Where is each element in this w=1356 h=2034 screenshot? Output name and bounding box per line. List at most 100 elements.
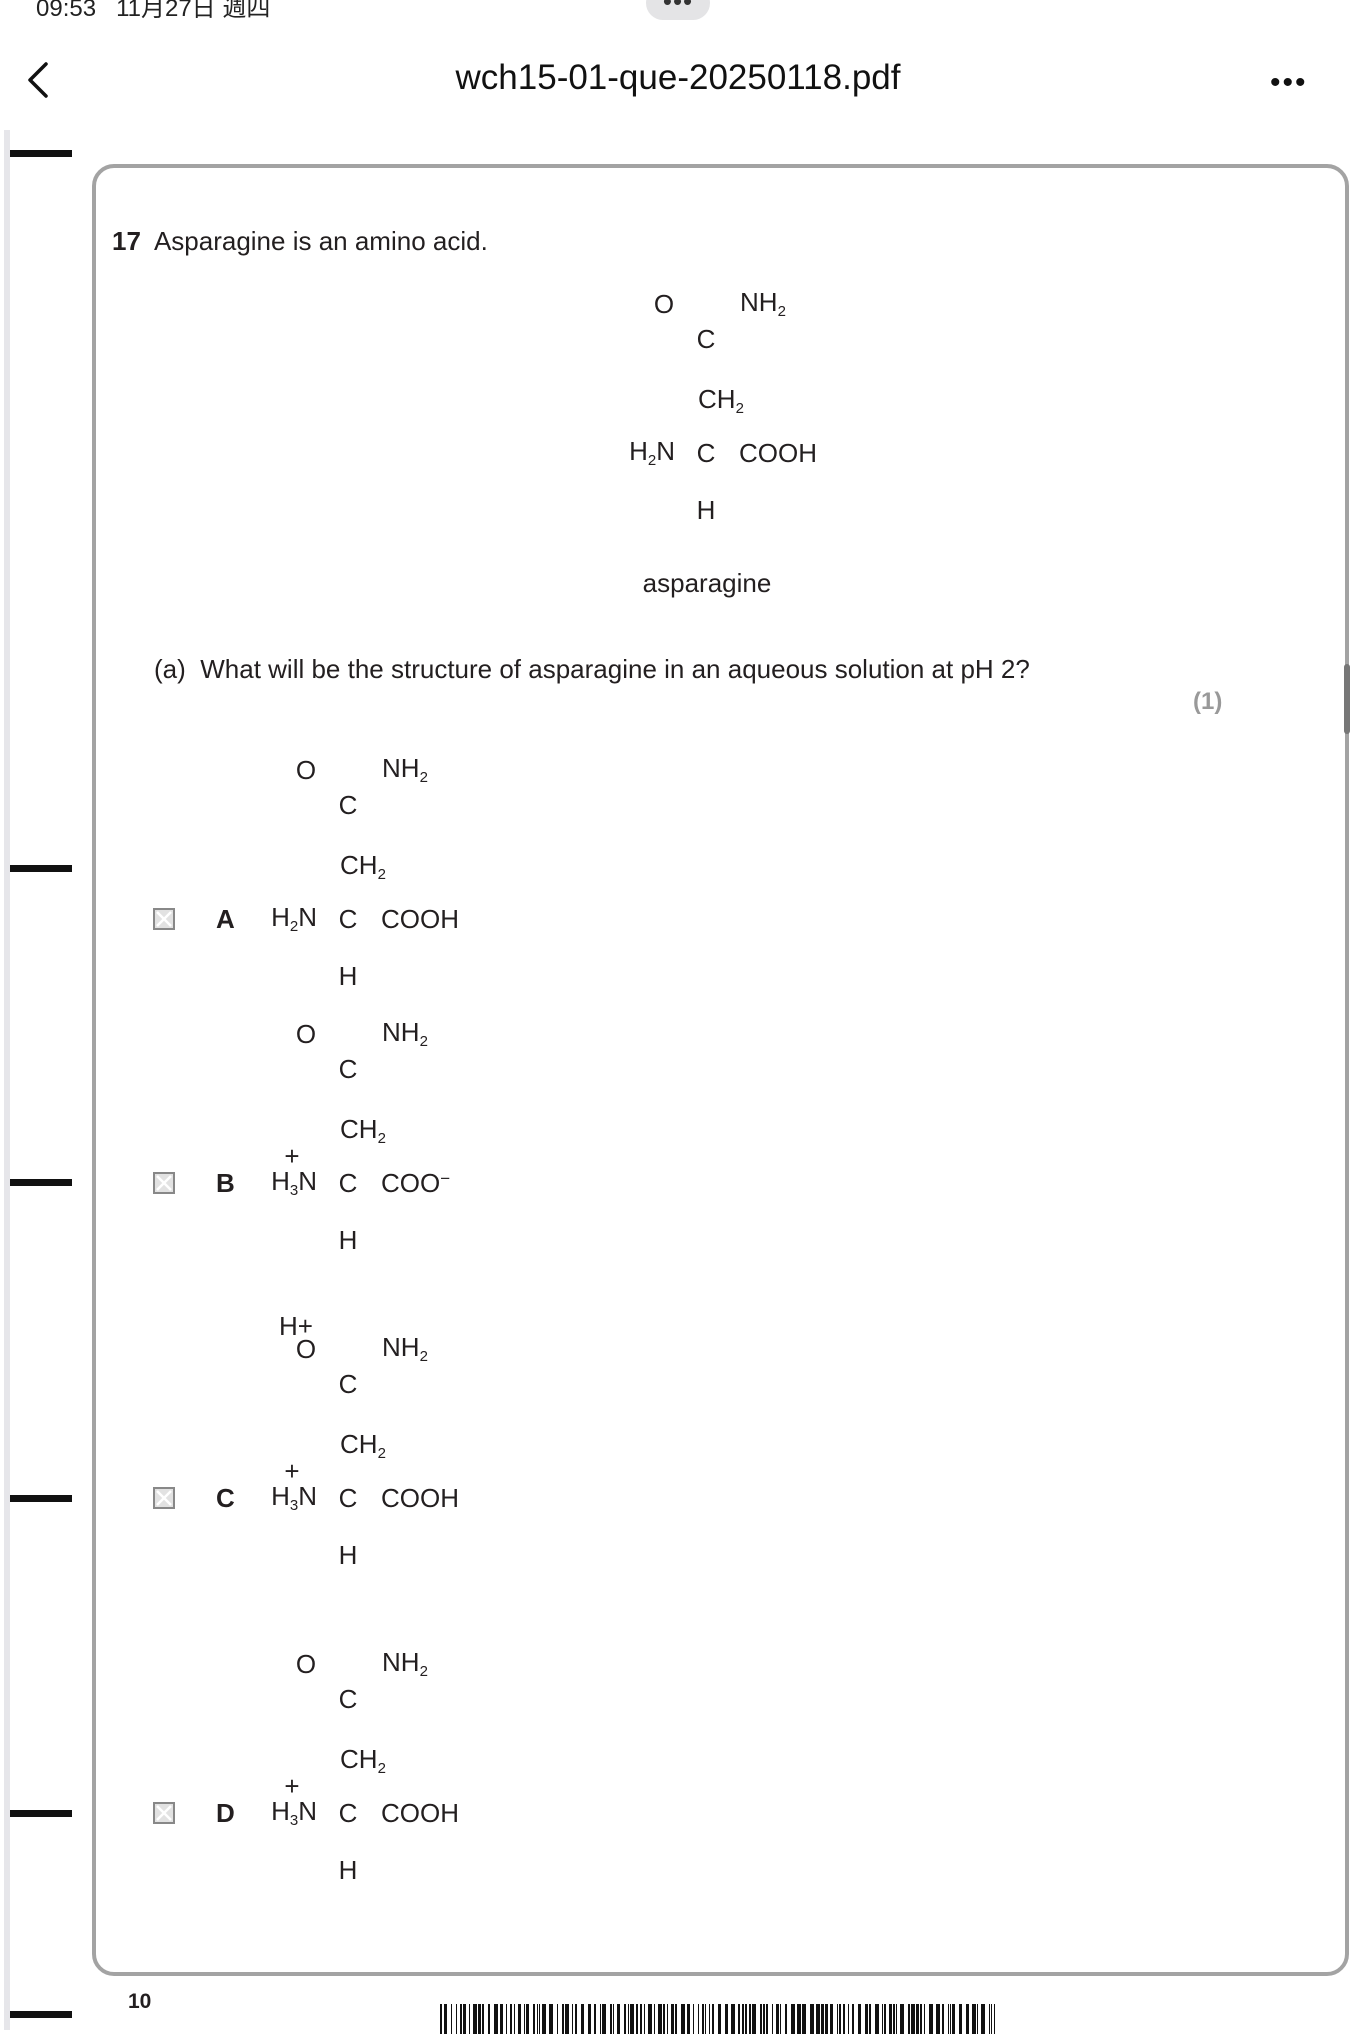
carboxyl-group: COOH	[739, 440, 817, 466]
amine-group-part: N	[298, 1481, 317, 1511]
amine-group-part: 2	[647, 452, 657, 469]
alpha-carbon: C	[339, 1485, 358, 1511]
carboxyl-group: COOH	[381, 1800, 459, 1826]
alpha-carbon: C	[339, 1170, 358, 1196]
amine-group: H3N	[271, 1483, 317, 1513]
oxygen-atom-part: O	[295, 1334, 317, 1364]
option-letter: C	[216, 1483, 235, 1513]
margin-mark	[10, 1810, 72, 1817]
cross-icon	[156, 1805, 172, 1821]
amine-group-part: 2	[289, 918, 299, 935]
ch2-group-part: CH	[340, 1744, 378, 1774]
back-button[interactable]	[22, 58, 52, 102]
margin-mark	[10, 1495, 72, 1502]
scrollbar[interactable]	[1344, 664, 1350, 734]
question-number: 17	[112, 226, 141, 256]
alpha-carbon-part: C	[338, 1798, 358, 1828]
alpha-hydrogen: H	[339, 1857, 358, 1883]
carbonyl-carbon-part: C	[338, 790, 358, 820]
amine-group: H2N	[629, 438, 675, 468]
carbonyl-carbon: C	[339, 792, 358, 818]
carboxyl-group-part: COO	[381, 1168, 441, 1198]
oxygen-charge-part: H+	[279, 1311, 313, 1341]
status-bar-time-date: 09:53 11月27日 週四	[36, 0, 270, 23]
ch2-group: CH2	[340, 1431, 386, 1461]
amide-group: NH2	[382, 1334, 428, 1364]
status-date: 11月27日 週四	[116, 0, 271, 22]
oxygen-atom-part: O	[295, 1649, 317, 1679]
carbonyl-carbon-part: C	[338, 1369, 358, 1399]
carbonyl-carbon-part: C	[338, 1684, 358, 1714]
carboxyl-group: COO−	[381, 1170, 450, 1196]
barcode	[440, 2004, 995, 2034]
alpha-carbon: C	[697, 440, 716, 466]
amine-group-part: N	[298, 1166, 317, 1196]
amine-group-part: N	[298, 902, 317, 932]
question-stem: 17 Asparagine is an amino acid.	[112, 226, 488, 257]
carboxyl-group-part: COOH	[739, 438, 817, 468]
ch2-group-part: CH	[340, 850, 378, 880]
cross-icon	[156, 911, 172, 927]
carboxyl-group-part: COOH	[381, 1483, 459, 1513]
amide-group: NH2	[382, 1649, 428, 1679]
amine-group-part: 3	[289, 1812, 299, 1829]
document-title: wch15-01-que-20250118.pdf	[455, 58, 901, 97]
ch2-group-part: 2	[735, 400, 744, 417]
ch2-group: CH2	[340, 1116, 386, 1146]
structure-caption: asparagine	[642, 568, 772, 598]
option-letter: A	[216, 904, 235, 934]
answer-checkbox-a[interactable]	[153, 908, 175, 930]
oxygen-atom: O	[296, 1336, 316, 1362]
alpha-hydrogen-part: H	[338, 961, 358, 991]
amine-group: H2N	[271, 904, 317, 934]
amine-charge: +	[284, 1773, 299, 1799]
alpha-hydrogen-part: H	[696, 495, 716, 525]
alpha-hydrogen-part: H	[338, 1225, 358, 1255]
page-number: 10	[128, 1990, 152, 2013]
more-options-icon[interactable]: •••	[1270, 66, 1308, 99]
oxygen-atom-part: O	[295, 1019, 317, 1049]
margin-mark	[10, 150, 72, 157]
ch2-group-part: CH	[340, 1114, 378, 1144]
amine-charge-part: +	[284, 1456, 300, 1486]
amine-group: H3N	[271, 1168, 317, 1198]
ch2-group: CH2	[340, 1746, 386, 1776]
carbonyl-carbon: C	[339, 1056, 358, 1082]
multitask-handle[interactable]: •••	[646, 0, 710, 20]
carboxyl-group: COOH	[381, 1485, 459, 1511]
ch2-group-part: CH	[340, 1429, 378, 1459]
ch2-group-part: 2	[377, 866, 386, 883]
option-letter: D	[216, 1798, 235, 1828]
amine-group-part: N	[298, 1796, 317, 1826]
answer-checkbox-d[interactable]	[153, 1802, 175, 1824]
amide-group-part: NH	[382, 1017, 420, 1047]
carboxyl-group-part: −	[440, 1169, 451, 1188]
amide-group-part: 2	[419, 1348, 428, 1365]
ch2-group-part: 2	[377, 1445, 386, 1462]
answer-checkbox-b[interactable]	[153, 1172, 175, 1194]
amine-group-part: N	[656, 436, 675, 466]
alpha-hydrogen: H	[697, 497, 716, 523]
ch2-group-part: 2	[377, 1130, 386, 1147]
status-time: 09:53	[36, 0, 97, 22]
amide-group-part: 2	[419, 1663, 428, 1680]
alpha-hydrogen-part: H	[338, 1540, 358, 1570]
amine-group-part: H	[271, 902, 290, 932]
cross-icon	[156, 1490, 172, 1506]
carbonyl-carbon-part: C	[338, 1054, 358, 1084]
alpha-carbon-part: C	[696, 438, 716, 468]
amide-group-part: NH	[382, 1332, 420, 1362]
oxygen-atom-part: O	[295, 755, 317, 785]
carboxyl-group: COOH	[381, 906, 459, 932]
part-label: (a)	[154, 654, 186, 684]
oxygen-charge: H+	[279, 1313, 313, 1339]
amide-group: NH2	[382, 1019, 428, 1049]
cross-icon	[156, 1175, 172, 1191]
amide-group-part: 2	[419, 769, 428, 786]
carbonyl-carbon-part: C	[696, 324, 716, 354]
alpha-carbon-part: C	[338, 1483, 358, 1513]
alpha-hydrogen-part: H	[338, 1855, 358, 1885]
ch2-group-part: 2	[377, 1760, 386, 1777]
amine-charge-part: +	[284, 1141, 300, 1171]
answer-checkbox-c[interactable]	[153, 1487, 175, 1509]
